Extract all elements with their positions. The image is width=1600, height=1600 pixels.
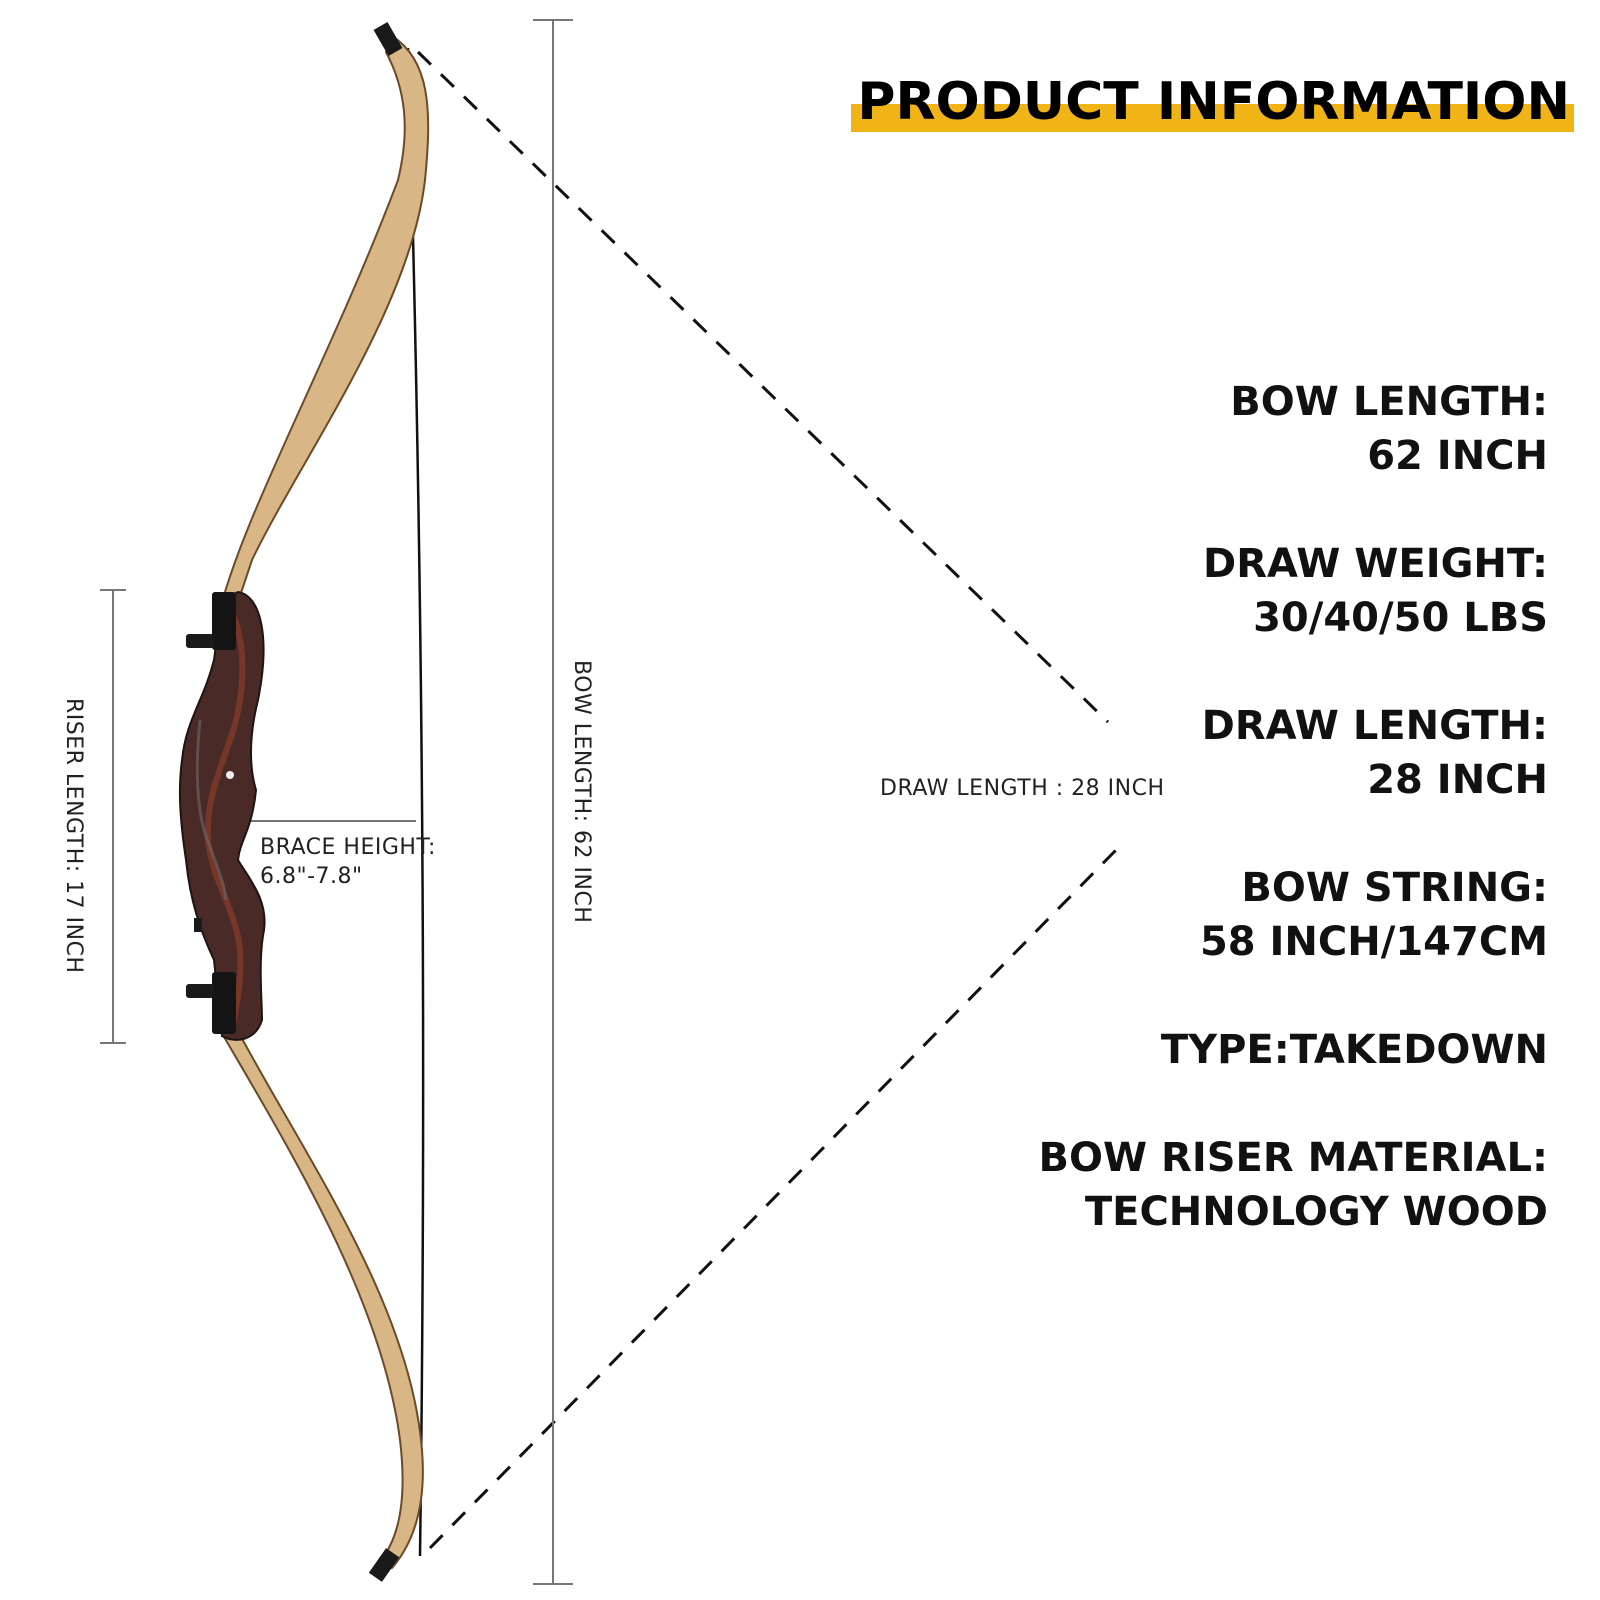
lower-limb-tip — [368, 1548, 400, 1582]
upper-limb-tip — [373, 22, 403, 56]
bow-string — [406, 47, 425, 1557]
spec-label: TYPE:TAKEDOWN — [1160, 1027, 1548, 1073]
upper-limb-pocket — [212, 592, 236, 650]
arrow-rest-hole — [226, 771, 234, 779]
draw-length-lower-dash — [428, 846, 1120, 1550]
lower-limb-bolt — [186, 984, 214, 998]
spec-label: BOW STRING: — [1241, 865, 1548, 911]
spec-draw-weight: DRAW WEIGHT: 30/40/50 LBS — [1039, 537, 1548, 645]
spec-label: BOW RISER MATERIAL: — [1038, 1135, 1548, 1181]
lower-bushing — [194, 918, 202, 932]
draw-length-label: DRAW LENGTH : 28 INCH — [880, 776, 1165, 801]
spec-bow-length: BOW LENGTH: 62 INCH — [1039, 375, 1548, 483]
upper-limb — [216, 34, 430, 622]
riser-grain-2 — [195, 719, 228, 901]
spec-label: DRAW WEIGHT: — [1203, 541, 1548, 587]
title-block: PRODUCT INFORMATION — [851, 72, 1574, 132]
upper-limb-bolt — [186, 634, 214, 648]
page-title: PRODUCT INFORMATION — [857, 72, 1570, 132]
brace-height-value: 6.8"-7.8" — [260, 864, 363, 889]
lower-limb-pocket — [212, 972, 236, 1034]
spec-value: 58 INCH/147CM — [1199, 919, 1548, 965]
spec-value: 62 INCH — [1367, 433, 1548, 479]
draw-length-upper-dash — [416, 50, 1110, 724]
spec-value: TECHNOLOGY WOOD — [1084, 1189, 1548, 1235]
spec-value: 30/40/50 LBS — [1253, 595, 1548, 641]
spec-type: TYPE:TAKEDOWN — [1039, 1023, 1548, 1077]
spec-bow-string: BOW STRING: 58 INCH/147CM — [1039, 861, 1548, 969]
spec-value: 28 INCH — [1367, 757, 1548, 803]
riser-length-label: RISER LENGTH: 17 INCH — [61, 698, 86, 974]
lower-limb — [218, 1018, 424, 1570]
spec-list: BOW LENGTH: 62 INCH DRAW WEIGHT: 30/40/5… — [1039, 375, 1548, 1293]
title-highlight-bar — [851, 104, 1574, 132]
spec-label: BOW LENGTH: — [1230, 379, 1548, 425]
bow-length-label: BOW LENGTH: 62 INCH — [569, 660, 594, 924]
brace-height-label: BRACE HEIGHT: — [260, 835, 436, 860]
spec-draw-length: DRAW LENGTH: 28 INCH — [1039, 699, 1548, 807]
spec-riser-material: BOW RISER MATERIAL: TECHNOLOGY WOOD — [1039, 1131, 1548, 1239]
spec-label: DRAW LENGTH: — [1201, 703, 1548, 749]
